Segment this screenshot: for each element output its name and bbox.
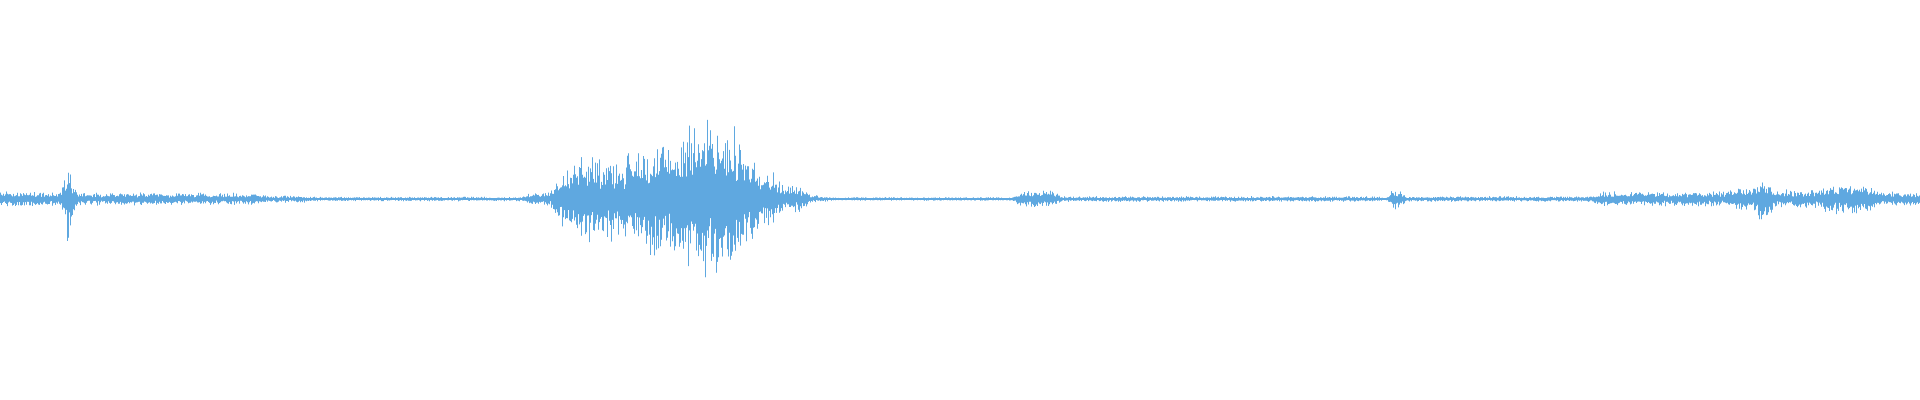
waveform-trace [0,119,1920,278]
